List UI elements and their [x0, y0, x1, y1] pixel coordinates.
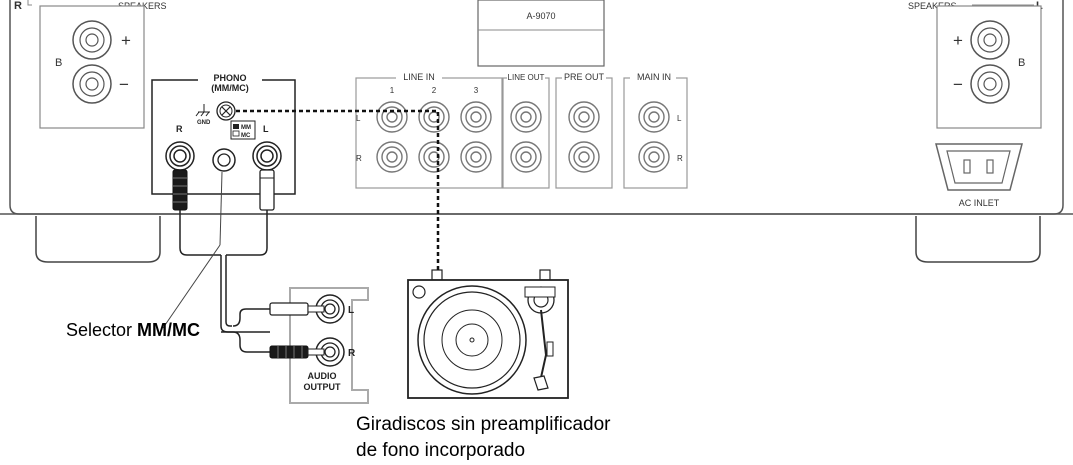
output-plug-l	[269, 302, 309, 316]
rca-jack	[418, 141, 450, 173]
model-label: A-9070	[526, 11, 555, 21]
ac-inlet: AC INLET	[935, 143, 1023, 208]
speaker-terminals-left: R SPEAKERS + − B	[14, 0, 167, 129]
rca-cable	[179, 210, 270, 353]
selector-pointer-line	[219, 171, 223, 246]
audio-output-label-2: OUTPUT	[304, 382, 342, 392]
pre-out-label: PRE OUT	[564, 72, 605, 82]
minus-label-left: −	[119, 75, 129, 94]
audio-output-label-1: AUDIO	[308, 371, 337, 381]
ground-symbol-icon	[195, 104, 210, 117]
line-in-1-label: 1	[390, 86, 395, 95]
amp-foot-left	[35, 216, 161, 263]
plus-label-left: +	[121, 31, 131, 50]
phono-r-label: R	[176, 124, 183, 134]
rca-jack	[638, 101, 670, 133]
turntable-caption-line-2: de fono incorporado	[356, 440, 526, 461]
rca-plug-r	[172, 169, 188, 211]
phono-subtitle: (MM/MC)	[211, 83, 249, 93]
switch-mc-label: MC	[241, 133, 251, 139]
phono-l-label: L	[263, 124, 269, 134]
selector-caption-text: Selector	[66, 320, 138, 340]
terminal-b-label-left: B	[55, 57, 62, 69]
terminal-b-label-right: B	[1018, 57, 1025, 69]
main-in-row-r-label: R	[677, 154, 683, 163]
line-out-block: LINE OUT	[502, 71, 550, 189]
gnd-label: GND	[197, 120, 211, 126]
rca-jack	[510, 141, 542, 173]
amp-foot-right	[915, 216, 1041, 263]
switch-mm-label: MM	[241, 125, 251, 131]
rca-jack	[460, 101, 492, 133]
rca-jack	[568, 141, 600, 173]
output-r-label: R	[348, 348, 356, 359]
ac-inlet-label: AC INLET	[959, 198, 1000, 208]
selector-caption-bold: MM/MC	[137, 320, 201, 340]
rca-jack	[460, 141, 492, 173]
speaker-terminals-right: SPEAKERS L + − B	[908, 0, 1043, 129]
rca-plug-l	[259, 169, 275, 211]
line-in-3-label: 3	[474, 86, 479, 95]
minus-label-right: −	[953, 75, 963, 94]
turntable-icon	[407, 269, 569, 399]
rca-jack	[376, 101, 408, 133]
ground-wire	[236, 109, 440, 272]
turntable-audio-output: L R AUDIO OUTPUT	[269, 287, 369, 404]
speakers-label-right: SPEAKERS	[908, 1, 957, 11]
speaker-channel-label-r: R	[14, 0, 22, 12]
turntable-caption-line-1: Giradiscos sin preamplificador	[356, 414, 611, 435]
rca-jack	[638, 141, 670, 173]
phono-title: PHONO	[213, 73, 246, 83]
line-row-l-label: L	[356, 114, 361, 123]
tonearm	[539, 309, 548, 383]
model-plate	[477, 0, 605, 67]
rca-jack	[568, 101, 600, 133]
main-in-label: MAIN IN	[637, 72, 671, 82]
line-row-r-label: R	[356, 154, 362, 163]
rca-jack	[376, 141, 408, 173]
line-out-label: LINE OUT	[508, 73, 545, 82]
rca-jack	[510, 101, 542, 133]
rca-jack	[418, 101, 450, 133]
output-l-label: L	[348, 305, 354, 316]
plus-label-right: +	[953, 31, 963, 50]
main-in-row-l-label: L	[677, 114, 682, 123]
line-in-2-label: 2	[432, 86, 437, 95]
selector-caption: Selector MM/MC	[66, 320, 200, 341]
line-in-label: LINE IN	[403, 72, 435, 82]
